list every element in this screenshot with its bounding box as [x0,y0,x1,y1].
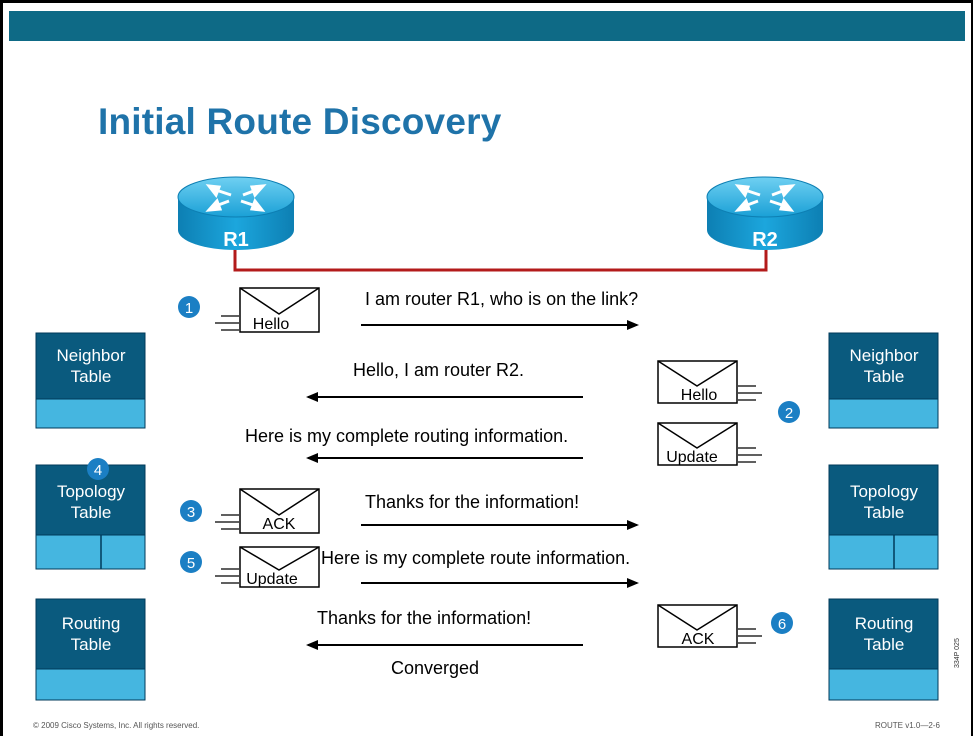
svg-text:Hello: Hello [253,316,290,333]
packet-ack-r2-icon: ACK [657,604,762,648]
svg-text:2: 2 [785,405,793,422]
step-3-badge: 3 [180,500,202,522]
packet-update-r2-icon: Update [657,422,762,466]
message-4: Thanks for the information! [365,492,580,512]
converged-label: Converged [391,658,480,678]
message-2: Hello, I am router R2. [353,360,525,380]
copyright-text: © 2009 Cisco Systems, Inc. All rights re… [33,721,200,730]
svg-text:4: 4 [94,462,102,479]
page-title: Initial Route Discovery [98,101,502,142]
left-routing-table [35,598,146,701]
svg-text:1: 1 [185,300,193,317]
svg-text:ACK: ACK [682,631,715,648]
svg-text:ACK: ACK [263,516,296,533]
svg-text:3: 3 [187,504,195,521]
svg-text:5: 5 [187,555,195,572]
router-r1-label: R1 [223,229,249,251]
svg-text:6: 6 [778,616,786,633]
step-2-badge: 2 [778,401,800,423]
message-1: I am router R1, who is on the link? [365,289,639,309]
message-5: Here is my complete route information. [321,548,631,568]
course-code: ROUTE v1.0—2-6 [875,721,940,730]
step-1-badge: 1 [178,296,200,318]
svg-text:Hello: Hello [681,387,718,404]
packet-hello-r1-icon: Hello [215,287,320,333]
router-r2-icon: R2 [706,176,824,251]
router-r1-icon: R1 [177,176,295,251]
packet-hello-r2-icon: Hello [657,360,762,404]
right-neighbor-table [828,332,939,429]
step-6-badge: 6 [771,612,793,634]
message-3: Here is my complete routing information. [245,426,569,446]
packet-ack-r1-icon: ACK [215,488,320,534]
top-banner [9,11,965,41]
packet-update-r1-icon: Update [215,546,320,588]
left-neighbor-table [35,332,146,429]
right-routing-table [828,598,939,701]
svg-text:Update: Update [666,449,718,466]
router-r2-label: R2 [752,229,778,251]
message-6: Thanks for the information! [317,608,532,628]
step-4-badge: 4 [87,458,109,480]
step-5-badge: 5 [180,551,202,573]
route-discovery-diagram: R1 R2 [35,176,939,701]
svg-text:Update: Update [246,571,298,588]
router-link [233,236,768,272]
right-topology-table [828,464,939,570]
figure-code: 334P 025 [954,638,961,668]
